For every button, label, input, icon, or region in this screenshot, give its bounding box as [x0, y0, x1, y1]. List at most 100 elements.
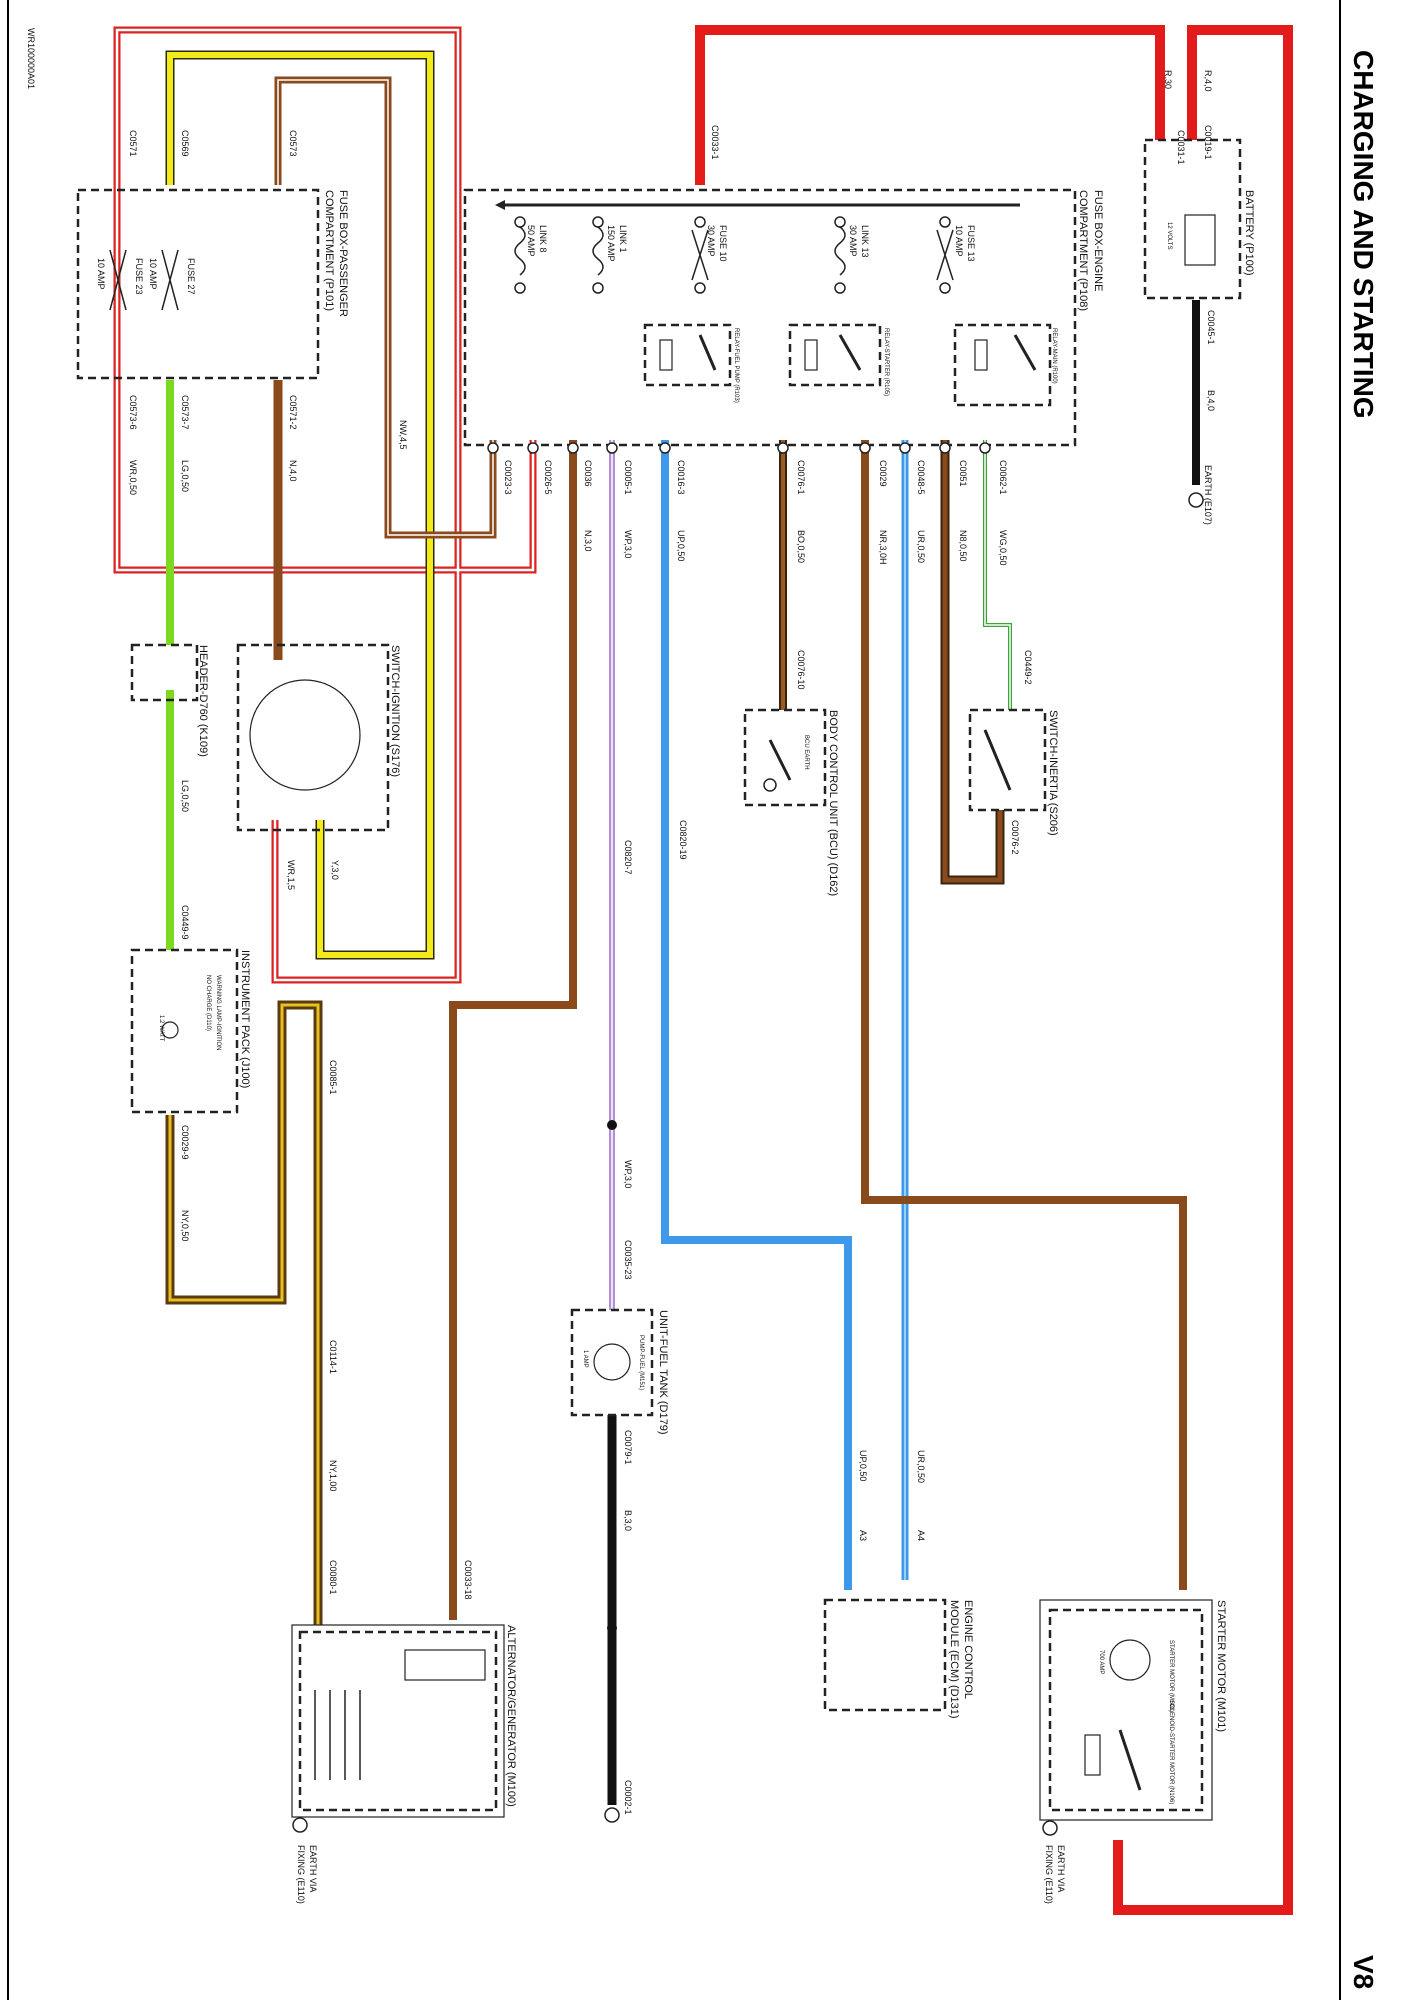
wire-r40-battery-starter: [1113, 25, 1293, 1915]
wire-label-lg2: LG,0,50: [180, 780, 190, 812]
conn-13: C0023-3: [503, 460, 513, 495]
conn-4: C0062-1: [998, 460, 1008, 495]
ip-inner2: NO CHARGE (D110): [205, 975, 211, 1031]
conn-31: C0035-23: [623, 1240, 633, 1280]
relay-fuel: RELAY-FUEL PUMP (R103): [643, 323, 739, 403]
conn-28: C0114-1: [328, 1340, 338, 1374]
battery-icon: [1184, 214, 1216, 266]
conn-26: C0029-9: [180, 1125, 190, 1160]
starter-motor-box: [1048, 1608, 1204, 1812]
alternator-label: ALTERNATOR/GENERATOR (M100): [505, 1625, 517, 1807]
starter-rating: 700 AMP: [1098, 1650, 1104, 1674]
relay-main-label: RELAY-MAIN (R100): [1051, 328, 1057, 384]
fuse27-name: FUSE 27: [186, 258, 196, 295]
regulator-icon: [404, 1649, 486, 1681]
conn-15: C0569: [180, 130, 190, 157]
wire-label-b30: B,3,0: [623, 1510, 633, 1531]
wire-label-ur: UR,0,50: [916, 530, 926, 563]
earth-e110-b-icon: [1042, 1820, 1058, 1836]
earth-e110-a-label: EARTH VIA: [308, 1845, 318, 1892]
starter-inner2: SOLENOID-STARTER MOTOR (N106): [1168, 1700, 1174, 1804]
wire-red-loop: [113, 26, 537, 984]
link8-name: LINK 8: [538, 225, 548, 253]
conn-19: C0573-6: [128, 395, 138, 430]
fuse10: FUSE 10 30 AMP: [691, 216, 728, 294]
wire-label-y30: Y,3,0: [330, 860, 340, 880]
starter-inner1: STARTER MOTOR (M101): [1168, 1640, 1174, 1712]
wire-label-ny050: NY,0,50: [180, 1210, 190, 1241]
wire-label-wp: WP,3,0: [623, 530, 633, 558]
wire-up-ecm: [661, 440, 852, 1590]
conn-12: C0026-5: [543, 460, 553, 495]
header-label: HEADER-D760 (K109): [197, 645, 209, 757]
starter-motor-icon: [1109, 1639, 1151, 1681]
earth-e110-b-label: EARTH VIA: [1056, 1845, 1066, 1892]
fusebox-engine-terminals: [487, 442, 991, 454]
conn-21: C0076-2: [1010, 820, 1020, 855]
relay-fuel-label: RELAY-FUEL PUMP (R103): [733, 328, 739, 403]
earth-e110-a-label2: FIXING (E110): [296, 1845, 306, 1904]
ip-inner1: WARNING LAMP-IGNITION: [215, 975, 221, 1050]
link1: LINK 1 150 AMP: [592, 216, 628, 294]
solenoid-coil-icon: [1084, 1734, 1101, 1776]
page-variant: V8: [1348, 1955, 1379, 1989]
link1-name: LINK 1: [618, 225, 628, 253]
warning-lamp-icon: [161, 1021, 179, 1039]
wire-n30-alternator: [449, 440, 577, 1620]
conn-35: A4: [916, 1530, 926, 1541]
earth-e110-b-label2: FIXING (E110): [1044, 1845, 1054, 1904]
battery-voltage: 12 VOLTS: [1166, 222, 1172, 250]
fuse23-name: FUSE 23: [134, 258, 144, 295]
switch-ignition-label: SWITCH-IGNITION (S176): [389, 645, 401, 777]
fuse13-name: FUSE 13: [966, 225, 976, 262]
conn-32: C0079-1: [623, 1430, 633, 1465]
link8-rating: 50 AMP: [526, 225, 536, 257]
wire-label-lg: LG,0,50: [180, 460, 190, 492]
rectifier-diodes: [314, 1690, 361, 1780]
fuse13: FUSE 13 10 AMP: [936, 216, 976, 294]
battery-box: [1143, 138, 1242, 300]
wire-label-up2: UP,0,50: [858, 1450, 868, 1481]
fuse27-rating: 10 AMP: [148, 258, 158, 290]
wire-r30-battery-fusebox: [695, 25, 1165, 185]
wire-label-n8: N8,0,50: [958, 530, 968, 562]
fuse13-rating: 10 AMP: [954, 225, 964, 257]
conn-30: C0033-18: [463, 1560, 473, 1600]
link13: LINK 13 30 AMP: [834, 216, 870, 294]
bcu-label: BODY CONTROL UNIT (BCU) (D162): [827, 710, 839, 896]
wire-label-r30: R,30: [1163, 70, 1173, 89]
fusebox-engine-label2: COMPARTMENT (P108): [1077, 190, 1089, 311]
alternator-box: [298, 1630, 498, 1812]
wire-label-wr: WR,0,50: [128, 460, 138, 495]
drawing-number: WR100000A01: [26, 28, 36, 89]
ecm-label2: MODULE (ECM) (D131): [948, 1600, 960, 1719]
wire-label-wp2: WP,3,0: [623, 1160, 633, 1188]
conn-24: C0820-7: [623, 840, 633, 875]
battery-label: BATTERY (P100): [1243, 190, 1255, 276]
conn-27: C0085-1: [328, 1060, 338, 1095]
wire-label-b40: B,4,0: [1206, 390, 1216, 411]
link13-name: LINK 13: [860, 225, 870, 258]
bcu-inner-label: BCU EARTH: [803, 735, 809, 770]
fuel-tank-box: [570, 1308, 654, 1417]
fusebox-engine-box: [463, 188, 1077, 447]
wire-label-wr15: WR,1,5: [286, 860, 296, 890]
switch-inertia-box: [968, 708, 1047, 812]
wire-label-wg: WG,0,50: [998, 530, 1008, 566]
conn-8: C0076-1: [796, 460, 806, 495]
wire-label-ny100: NY,1,00: [328, 1460, 338, 1491]
conn-1: C0019-1: [1203, 125, 1213, 160]
wire-label-nr: NR,3,0H: [878, 530, 888, 565]
page-title: CHARGING AND STARTING: [1348, 50, 1379, 419]
conn-20: C0449-2: [1023, 650, 1033, 685]
earth-e107-label: EARTH (E107): [1203, 465, 1213, 525]
wire-label-up: UP,0,50: [676, 530, 686, 561]
wire-label-ur2: UR,0,50: [916, 1450, 926, 1483]
starter-motor-outer: [1039, 1599, 1213, 1821]
earth-e107-icon: [1188, 492, 1204, 508]
wire-label-nw: NW,4,5: [398, 420, 408, 450]
wire-label-n30: N,3,0: [583, 530, 593, 552]
fuel-tank-label: UNIT-FUEL TANK (D179): [657, 1310, 669, 1435]
fuse10-rating: 30 AMP: [706, 225, 716, 257]
